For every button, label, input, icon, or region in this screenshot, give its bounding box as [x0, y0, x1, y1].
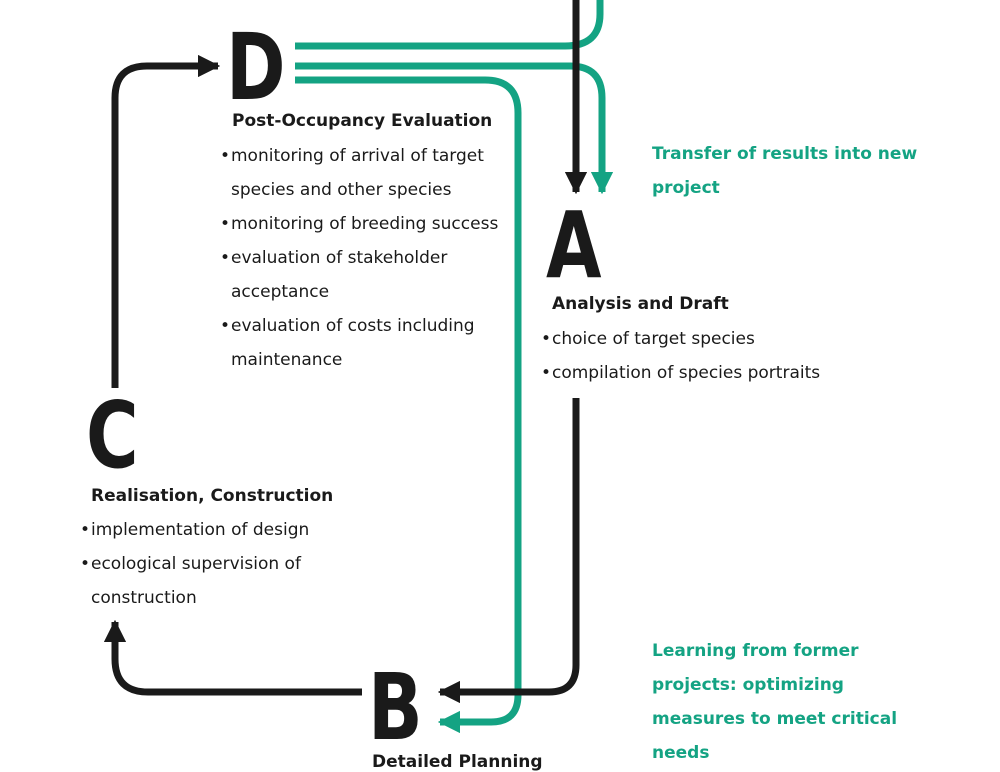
stage-a-letter: A [546, 192, 602, 299]
feedback-line-d-up [295, 0, 604, 50]
stage-d-title: Post-Occupancy Evaluation [232, 111, 493, 131]
stage-c-title: Realisation, Construction [91, 486, 334, 506]
transfer-note: Transfer of results into new project [652, 144, 918, 198]
list-item: evaluation of costs including maintenanc… [220, 309, 493, 377]
list-item: evaluation of stakeholder acceptance [220, 241, 471, 309]
stage-c-letter: C [86, 382, 139, 489]
stage-c-list: implementation of design ecological supe… [80, 513, 310, 615]
arrow-c-to-d [111, 54, 221, 388]
arrow-b-to-c [103, 619, 362, 696]
stage-a-list: choice of target species compilation of … [541, 322, 841, 390]
list-item: choice of target species [541, 322, 841, 356]
stage-b-letter: B [368, 654, 423, 761]
list-item: monitoring of arrival of target species … [220, 139, 512, 207]
arrow-a-to-b [437, 398, 580, 704]
learning-arrow-d-to-b [295, 76, 522, 734]
transfer-arrow-d-to-a [295, 62, 614, 195]
stage-b-title: Detailed Planning [372, 752, 543, 772]
stage-d-list: monitoring of arrival of target species … [220, 139, 512, 377]
learning-note: Learning from former projects: optimizin… [652, 641, 898, 763]
list-item: monitoring of breeding success [220, 207, 512, 241]
list-item: ecological supervision of construction [80, 547, 310, 615]
stage-d-letter: D [226, 14, 286, 121]
list-item: compilation of species portraits [541, 356, 841, 390]
list-item: implementation of design [80, 513, 310, 547]
stage-a-title: Analysis and Draft [552, 294, 729, 314]
